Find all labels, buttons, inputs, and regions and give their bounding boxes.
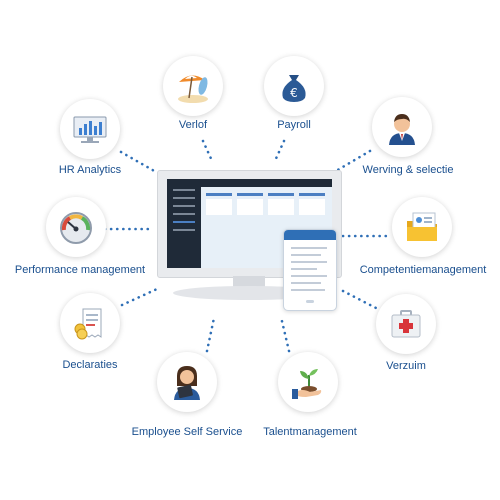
medical-kit-icon — [391, 310, 421, 338]
werving-label: Werving & selectie — [362, 164, 454, 176]
plant-in-hand-icon — [292, 369, 322, 399]
employee-tablet-icon — [174, 366, 200, 400]
ess-node[interactable] — [157, 352, 217, 412]
app-sidebar — [167, 179, 201, 268]
payroll-node[interactable]: € — [264, 56, 324, 116]
competentie-node[interactable] — [392, 197, 452, 257]
declaraties-node[interactable] — [60, 293, 120, 353]
performance-node[interactable] — [46, 197, 106, 257]
payroll-label: Payroll — [277, 119, 311, 131]
gauge-icon — [60, 212, 92, 244]
app-topbar — [201, 179, 332, 187]
bar-chart-monitor-icon — [73, 116, 107, 143]
connector-verlof — [201, 139, 215, 165]
phone-header — [284, 230, 336, 240]
hr-analytics-node[interactable] — [60, 99, 120, 159]
talent-node[interactable] — [278, 352, 338, 412]
connector-werving — [334, 149, 372, 173]
connector-payroll — [272, 139, 286, 165]
connector-ess — [205, 316, 216, 353]
beach-umbrella-icon — [178, 75, 208, 103]
connector-declaraties — [120, 287, 159, 307]
connector-hr-analytics — [119, 150, 158, 174]
folder-id-card-icon — [407, 212, 437, 241]
werving-node[interactable] — [372, 97, 432, 157]
verlof-node[interactable] — [163, 56, 223, 116]
mobile-phone — [283, 229, 337, 311]
verzuim-label: Verzuim — [386, 360, 426, 372]
performance-label: Performance management — [14, 264, 146, 276]
ess-label: Employee Self Service — [131, 426, 243, 438]
monitor-neck — [233, 276, 265, 288]
receipt-coins-icon — [74, 308, 102, 340]
connector-verzuim — [341, 289, 378, 310]
hr-analytics-label: HR Analytics — [58, 164, 122, 176]
euro-money-bag-icon: € — [282, 75, 306, 102]
recruiter-avatar-icon — [389, 114, 415, 145]
verlof-label: Verlof — [178, 119, 208, 131]
competentie-label: Competentiemanagement — [359, 264, 487, 276]
declaraties-label: Declaraties — [62, 359, 118, 371]
svg-text:€: € — [290, 86, 298, 100]
talent-label: Talentmanagement — [263, 426, 357, 438]
connector-talent — [279, 315, 291, 353]
verzuim-node[interactable] — [376, 294, 436, 354]
